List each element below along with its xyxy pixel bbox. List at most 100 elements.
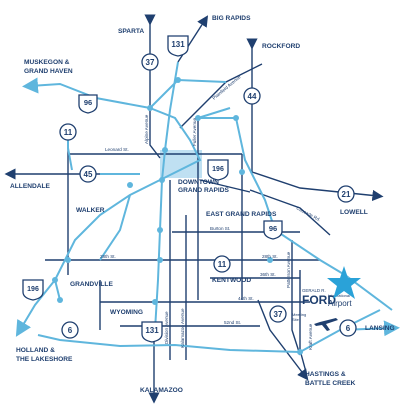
grandville-link bbox=[54, 279, 61, 301]
interchange-dot bbox=[297, 349, 303, 355]
hastings-line-2: BATTLE CREEK bbox=[305, 380, 356, 387]
kraft-avenue bbox=[299, 270, 307, 373]
interchange-dot bbox=[239, 169, 245, 175]
street-kalamazoo-ave: Kalamazoo Avenue bbox=[180, 308, 185, 348]
star-icon bbox=[327, 266, 361, 299]
i96-east-shield: 96 bbox=[263, 220, 283, 240]
street-36th: 36th St. bbox=[260, 272, 276, 277]
fuller-light bbox=[197, 107, 231, 119]
street-plainfield: Plainfield Avenue bbox=[211, 74, 241, 101]
us131-south-shield: 131 bbox=[141, 321, 163, 343]
downtown-line-2: GRAND RAPIDS bbox=[178, 187, 230, 194]
svg-text:11: 11 bbox=[64, 128, 73, 137]
area-downtown: DOWNTOWN GRAND RAPIDS bbox=[178, 179, 230, 194]
destination-allendale: ALLENDALE bbox=[10, 183, 51, 190]
area-wyoming: WYOMING bbox=[110, 309, 143, 316]
destination-lowell: LOWELL bbox=[340, 209, 368, 216]
i196-downtown-shield: 196 bbox=[207, 159, 229, 181]
m11-west-shield: 11 bbox=[59, 123, 77, 141]
lowell-road bbox=[251, 171, 384, 201]
cascade-road bbox=[249, 189, 331, 236]
downtown-line-1: DOWNTOWN bbox=[178, 179, 219, 186]
destination-muskegon: MUSKEGON & GRAND HAVEN bbox=[24, 59, 73, 75]
airport-note: Meeting Site bbox=[292, 312, 307, 322]
svg-text:196: 196 bbox=[27, 286, 39, 293]
airport-logo: GERALD R. FORD International Airport Mee… bbox=[292, 288, 352, 331]
us131 bbox=[154, 61, 179, 331]
svg-text:11: 11 bbox=[218, 260, 227, 269]
hastings-line-1: HASTINGS & bbox=[305, 371, 346, 378]
street-division: Division Avenue bbox=[164, 311, 169, 344]
svg-text:6: 6 bbox=[68, 326, 73, 335]
street-patterson: Patterson Avenue bbox=[286, 251, 291, 288]
street-44th: 44th St. bbox=[238, 296, 254, 301]
holland-line-2: THE LAKESHORE bbox=[16, 356, 73, 363]
interchange-dot bbox=[267, 257, 273, 263]
destination-big-rapids: BIG RAPIDS bbox=[212, 15, 251, 22]
area-kentwood: KENTWOOD bbox=[212, 277, 251, 284]
m6-west-shield: 6 bbox=[61, 321, 79, 339]
svg-text:131: 131 bbox=[171, 40, 185, 49]
interchange-dot bbox=[157, 257, 163, 263]
destination-holland: HOLLAND & THE LAKESHORE bbox=[16, 347, 73, 363]
m11-south-shield: 11 bbox=[213, 255, 231, 273]
street-52nd: 52nd St. bbox=[224, 320, 241, 325]
m37-north-shield: 37 bbox=[141, 53, 159, 71]
svg-text:96: 96 bbox=[84, 98, 92, 107]
i96-east bbox=[198, 117, 393, 311]
interchange-dot bbox=[157, 227, 163, 233]
interchange-dot bbox=[65, 257, 71, 263]
egr-road bbox=[199, 179, 251, 193]
svg-text:131: 131 bbox=[145, 326, 159, 335]
m45-shield: 45 bbox=[79, 165, 97, 183]
m37-south-shield: 37 bbox=[269, 305, 287, 323]
m6-east-shield: 6 bbox=[339, 319, 357, 337]
street-kraft: Kraft Avenue bbox=[308, 323, 313, 350]
destination-hastings: HASTINGS & BATTLE CREEK bbox=[305, 371, 356, 387]
airport-line-1: GERALD R. bbox=[302, 288, 326, 293]
muskegon-line-1: MUSKEGON & bbox=[24, 59, 70, 66]
street-28th-east: 28th St. bbox=[262, 254, 278, 259]
interchange-dot bbox=[152, 299, 158, 305]
interchange-dot bbox=[52, 277, 58, 283]
interchange-dot bbox=[159, 177, 165, 183]
area-grandville: GRANDVILLE bbox=[70, 281, 113, 288]
airport-line-3: International bbox=[328, 293, 350, 298]
interchange-dot bbox=[195, 115, 201, 121]
destination-sparta: SPARTA bbox=[118, 28, 144, 35]
interchange-dot bbox=[233, 115, 239, 121]
i96-west bbox=[22, 77, 151, 109]
airport-line-4: Airport bbox=[328, 299, 352, 308]
m44-shield: 44 bbox=[243, 87, 261, 105]
alpine-avenue bbox=[149, 108, 161, 159]
walker-light bbox=[99, 194, 131, 261]
interchange-dot bbox=[162, 147, 168, 153]
area-walker: WALKER bbox=[76, 207, 105, 214]
svg-text:96: 96 bbox=[269, 224, 277, 233]
street-burton: Burton St. bbox=[210, 226, 230, 231]
holland-line-1: HOLLAND & bbox=[16, 347, 55, 354]
svg-text:37: 37 bbox=[146, 58, 155, 67]
destination-lansing: LANSING bbox=[365, 325, 395, 332]
svg-text:196: 196 bbox=[212, 166, 224, 173]
street-leonard: Leonard St. bbox=[105, 147, 129, 152]
interchange-dot bbox=[147, 105, 153, 111]
svg-text:44: 44 bbox=[248, 92, 257, 101]
airplane-icon bbox=[314, 318, 338, 331]
interchange-dot bbox=[57, 297, 63, 303]
m6 bbox=[37, 309, 381, 354]
svg-text:21: 21 bbox=[342, 190, 351, 199]
interchange-dot bbox=[175, 77, 181, 83]
airport-line-2: FORD bbox=[302, 293, 336, 307]
m37-south-road bbox=[257, 299, 309, 381]
svg-text:45: 45 bbox=[84, 170, 93, 179]
i196 bbox=[15, 107, 202, 337]
interchange-dot bbox=[127, 182, 133, 188]
light-roads bbox=[15, 61, 400, 354]
m21-shield: 21 bbox=[337, 185, 355, 203]
svg-text:6: 6 bbox=[346, 324, 351, 333]
street-28th-west: 28th St. bbox=[100, 254, 116, 259]
muskegon-line-2: GRAND HAVEN bbox=[24, 68, 73, 75]
